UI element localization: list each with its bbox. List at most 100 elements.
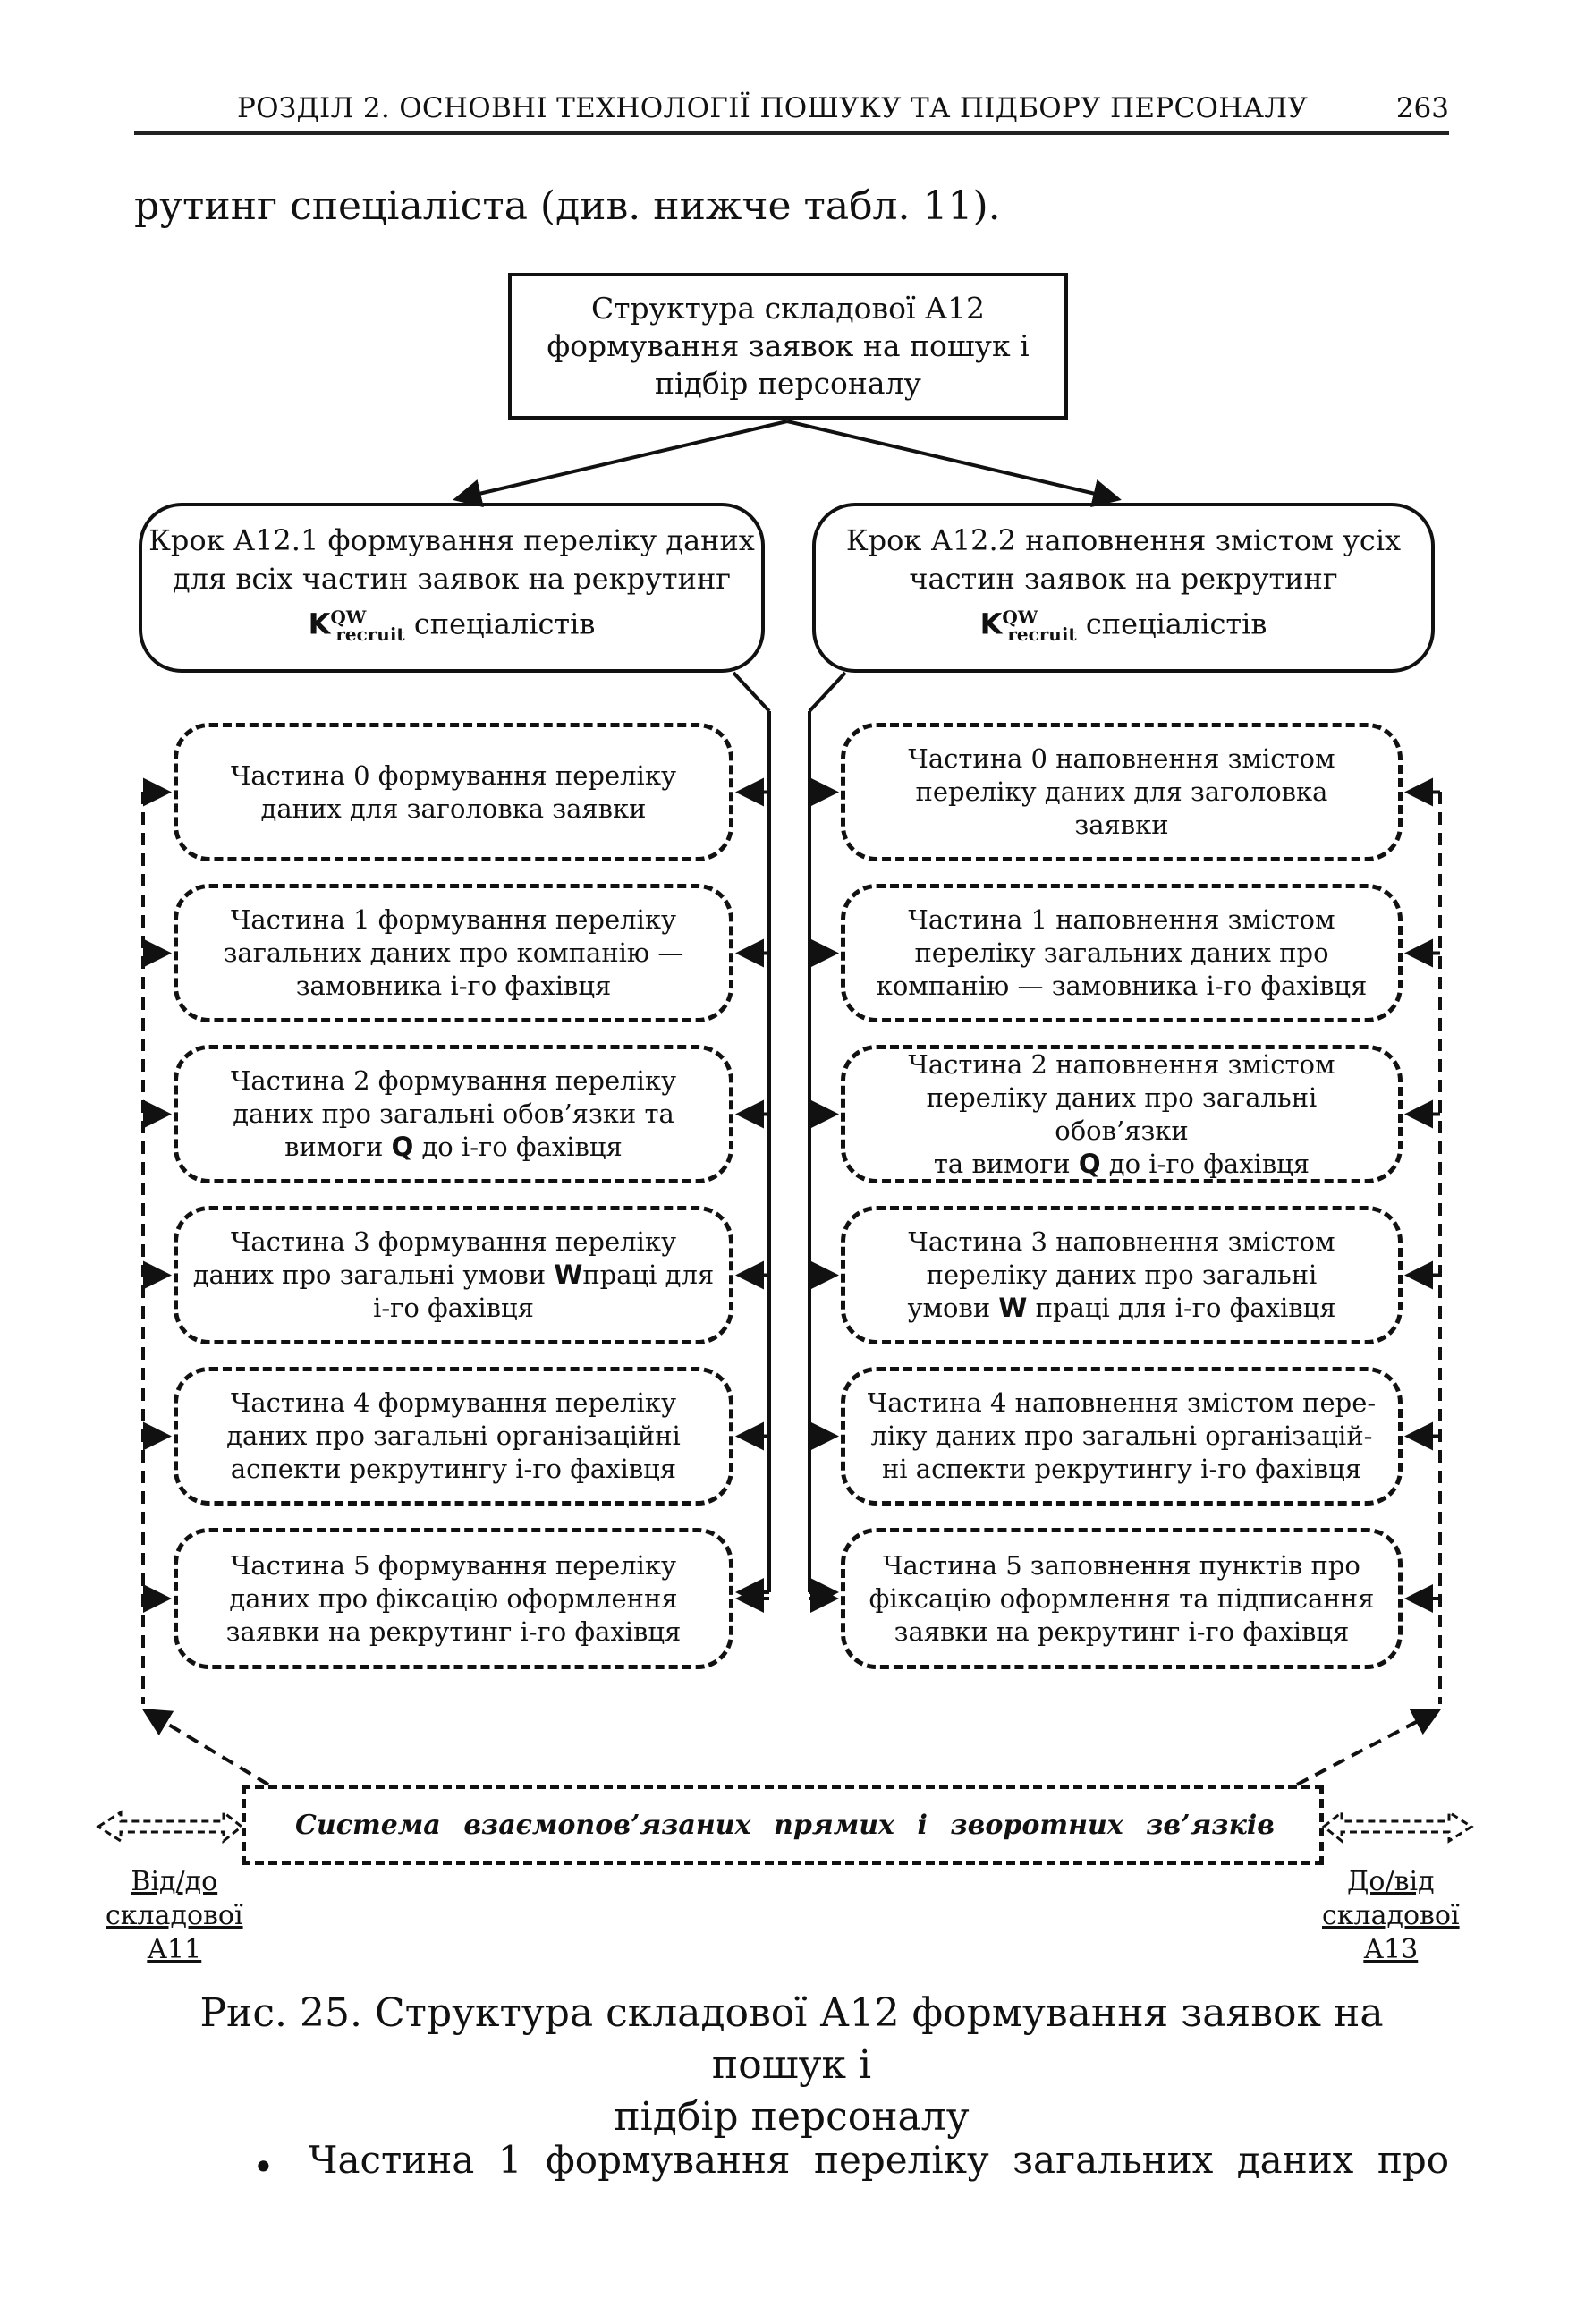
step-line: частин заявок на рекрутинг bbox=[909, 561, 1338, 596]
part-line: вимоги Q до і-го фахівця bbox=[284, 1132, 623, 1162]
part-line: Частина 0 наповнення змістом bbox=[908, 743, 1335, 774]
link-line: До/від bbox=[1347, 1866, 1435, 1897]
part-line: фіксацію оформлення та підписання bbox=[869, 1582, 1375, 1614]
system-word-3: і bbox=[917, 1809, 928, 1841]
part-line: заявки на рекрутинг і-го фахівця bbox=[894, 1616, 1350, 1647]
page-number: 263 bbox=[1395, 92, 1449, 124]
figure-caption: Рис. 25. Структура складової А12 формува… bbox=[134, 1988, 1449, 2143]
top-box-line: Структура складової А12 bbox=[590, 291, 986, 326]
part-line: Частина 3 наповнення змістом bbox=[908, 1226, 1335, 1257]
top-box-line: формування заявок на пошук і bbox=[547, 328, 1030, 363]
part-line: переліку даних про загальні bbox=[926, 1260, 1318, 1290]
part-line: переліку загальних даних про bbox=[914, 937, 1329, 968]
arrow-to-step2 bbox=[786, 420, 1122, 508]
chapter-title: РОЗДІЛ 2. ОСНОВНІ ТЕХНОЛОГІЇ ПОШУКУ ТА П… bbox=[237, 92, 1309, 124]
system-word-5: зв’язків bbox=[1146, 1809, 1275, 1841]
link-line: складової bbox=[106, 1900, 243, 1931]
part-line: переліку даних для заголовка bbox=[915, 776, 1328, 807]
link-to-a13: До/від складової А13 bbox=[1322, 1865, 1460, 1967]
link-line: А13 bbox=[1363, 1934, 1419, 1965]
part-line: даних про загальні обов’язки та bbox=[233, 1098, 674, 1129]
right-link-arrow bbox=[1321, 1809, 1474, 1845]
step-a12-1-box: Крок А12.1 формування переліку даних для… bbox=[139, 503, 765, 673]
step-formula-line: KQWrecruit спеціалістів bbox=[980, 598, 1267, 654]
right-part-arrows bbox=[809, 777, 839, 1613]
part-line: даних про фіксацію оформлення bbox=[229, 1582, 678, 1614]
right-diag-dashed bbox=[1296, 1709, 1442, 1786]
part-line: Частина 1 формування переліку bbox=[230, 904, 677, 935]
k-sup: QW bbox=[1002, 606, 1038, 628]
step-line-rest: спеціалістів bbox=[404, 606, 596, 641]
intro-text: рутинг спеціаліста (див. нижче табл. 11)… bbox=[134, 183, 1001, 229]
part-line: Частина 2 формування переліку bbox=[230, 1065, 677, 1096]
part-line: Частина 2 наповнення змістом bbox=[908, 1048, 1335, 1080]
step-line: Крок А12.2 наповнення змістом усіх bbox=[845, 522, 1402, 557]
part-line: даних про загальні умови Wпраці для і-го… bbox=[192, 1260, 715, 1323]
part-line: Частина 5 формування переліку bbox=[230, 1549, 677, 1581]
running-header: РОЗДІЛ 2. ОСНОВНІ ТЕХНОЛОГІЇ ПОШУКУ ТА П… bbox=[134, 85, 1449, 135]
part-line: заявки bbox=[1074, 810, 1169, 840]
left-diag-dashed bbox=[141, 1708, 270, 1786]
caption-line: Рис. 25. Структура складової А12 формува… bbox=[199, 1990, 1384, 2088]
part-line: загальних даних про компанію — bbox=[223, 937, 684, 968]
system-word-2: прямих bbox=[774, 1809, 894, 1841]
left-step-diag bbox=[732, 671, 771, 713]
right-part-4-box: Частина 4 наповнення змістом пере-ліку д… bbox=[841, 1367, 1403, 1506]
k-sub: recruit bbox=[335, 623, 405, 646]
part-line: заявки на рекрутинг і-го фахівця bbox=[225, 1616, 682, 1647]
step-line-rest: спеціалістів bbox=[1076, 606, 1267, 641]
link-line: складової bbox=[1322, 1900, 1460, 1931]
part-line: Частина 3 формування переліку bbox=[230, 1226, 677, 1257]
part-line: Частина 0 формування переліку bbox=[230, 759, 677, 791]
step-line: Крок А12.1 формування переліку даних bbox=[148, 522, 755, 557]
part-line: Частина 5 заповнення пунктів про bbox=[883, 1549, 1360, 1581]
top-box-line: підбір персоналу bbox=[655, 366, 921, 401]
part-line: Частина 4 наповнення змістом пере- bbox=[867, 1387, 1377, 1418]
left-link-arrow bbox=[96, 1809, 244, 1845]
part-line: компанію — замовника і-го фахівця bbox=[876, 971, 1368, 1001]
part-line: аспекти рекрутингу і-го фахівця bbox=[230, 1454, 677, 1484]
step-line: для всіх частин заявок на рекрутинг bbox=[172, 561, 732, 596]
right-step-diag bbox=[808, 671, 847, 713]
bullet-text: Частина 1 формування переліку загальних … bbox=[309, 2138, 1449, 2182]
link-line: Від/до bbox=[131, 1866, 218, 1897]
link-from-a11: Від/до складової А11 bbox=[106, 1865, 243, 1967]
part-line: даних про загальні організаційні bbox=[226, 1421, 681, 1451]
k-sub: recruit bbox=[1007, 623, 1077, 646]
part-line: ліку даних про загальні організацій- bbox=[870, 1421, 1373, 1451]
link-line: А11 bbox=[147, 1934, 202, 1965]
step-formula-line: KQWrecruit спеціалістів bbox=[309, 598, 596, 654]
part-line: даних для заголовка заявки bbox=[260, 793, 647, 824]
part-line: переліку даних про загальні обов’язки bbox=[926, 1081, 1318, 1146]
top-structure-box: Структура складової А12 формування заяво… bbox=[508, 273, 1068, 420]
part-line: умови W праці для і-го фахівця bbox=[907, 1293, 1336, 1323]
k-symbol: K bbox=[308, 606, 331, 641]
arrow-to-step1 bbox=[453, 420, 788, 508]
bullet-dot: • bbox=[252, 2145, 275, 2189]
part-line: Частина 4 формування переліку bbox=[230, 1387, 677, 1418]
system-word-1: взаємопов’язаних bbox=[463, 1809, 751, 1841]
k-sup: QW bbox=[330, 606, 367, 628]
system-word-0: Система bbox=[295, 1809, 441, 1841]
k-symbol: K bbox=[979, 606, 1003, 641]
part-line: ні аспекти рекрутингу і-го фахівця bbox=[881, 1454, 1362, 1484]
system-word-4: зворотних bbox=[950, 1809, 1123, 1841]
step-a12-2-box: Крок А12.2 наповнення змістом усіх части… bbox=[812, 503, 1435, 673]
part-line: замовника і-го фахівця bbox=[295, 971, 612, 1001]
caption-line: підбір персоналу bbox=[614, 2094, 970, 2140]
part-line: Частина 1 наповнення змістом bbox=[908, 904, 1335, 935]
part-line: та вимоги Q до і-го фахівця bbox=[933, 1148, 1310, 1179]
